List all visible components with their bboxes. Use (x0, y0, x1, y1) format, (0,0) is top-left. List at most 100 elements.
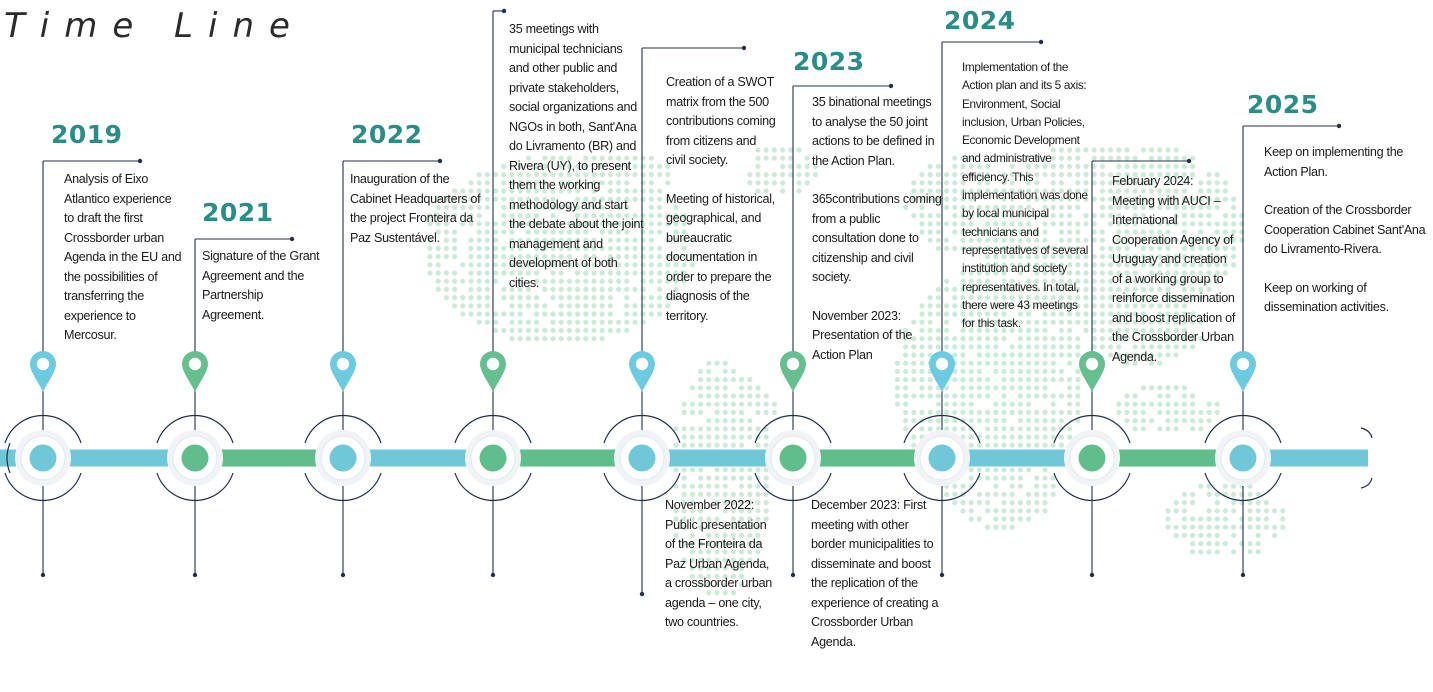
map-dot (1001, 500, 1007, 506)
map-dot (443, 196, 449, 202)
map-dot (1050, 475, 1056, 481)
map-dot (1034, 352, 1040, 358)
map-dot (460, 278, 466, 284)
map-dot (525, 204, 532, 210)
map-dot (534, 188, 540, 194)
map-dot (714, 360, 720, 366)
map-dot (1149, 401, 1155, 407)
map-dot (1001, 442, 1007, 448)
map-dot (1017, 336, 1024, 342)
map-dot (960, 221, 966, 227)
map-dot (1108, 311, 1114, 317)
map-dot (812, 172, 819, 178)
map-dot (1017, 385, 1024, 391)
map-dot (575, 172, 581, 178)
map-dot (624, 278, 630, 284)
map-dot (1190, 155, 1196, 161)
map-dot (1067, 204, 1073, 210)
map-dot (1181, 532, 1187, 539)
map-dot (558, 229, 564, 235)
map-dot (1165, 418, 1171, 424)
map-dot (591, 295, 597, 301)
map-dot (911, 434, 917, 440)
map-dot (1124, 180, 1130, 186)
map-dot (968, 483, 974, 489)
map-dot (1108, 352, 1114, 358)
map-pin-hole (1236, 357, 1250, 371)
map-dot (1058, 319, 1064, 325)
map-dot (599, 213, 605, 219)
map-dot (1042, 385, 1048, 391)
map-dot (706, 541, 712, 547)
map-dot (1083, 237, 1089, 243)
map-dot (1042, 196, 1048, 202)
map-dot (730, 532, 737, 539)
map-dot (468, 303, 474, 309)
map-dot (1165, 508, 1171, 514)
map-dot (763, 172, 769, 178)
map-dot (1058, 295, 1064, 301)
map-dot (960, 295, 966, 301)
map-dot (517, 327, 523, 333)
map-dot (698, 467, 704, 473)
map-dot (1067, 237, 1073, 243)
map-dot (968, 434, 974, 440)
map-dot (599, 245, 605, 251)
map-dot (657, 278, 663, 284)
map-dot (648, 254, 655, 260)
map-dot (1280, 516, 1286, 522)
map-dot (624, 180, 630, 186)
map-dot (1091, 336, 1097, 342)
map-dot (739, 393, 745, 399)
map-dot (1091, 319, 1097, 325)
map-dot (1042, 213, 1048, 219)
map-dot (722, 541, 728, 547)
map-dot (1247, 549, 1253, 555)
map-pin-hole (336, 357, 350, 371)
map-dot (968, 442, 974, 448)
map-dot (476, 278, 482, 284)
map-dot (960, 237, 966, 243)
map-dot (1272, 524, 1278, 530)
map-dot (1140, 327, 1146, 333)
map-dot (1116, 319, 1122, 325)
map-dot (534, 270, 540, 276)
map-dot (558, 245, 564, 251)
map-dot (1050, 286, 1056, 292)
map-dot (632, 172, 638, 178)
map-dot (534, 311, 540, 317)
map-dot (1050, 270, 1056, 276)
map-pin-hole (1085, 357, 1099, 371)
map-dot (476, 221, 482, 227)
map-dot (1058, 270, 1064, 276)
map-dot (1198, 278, 1204, 284)
map-dot (755, 483, 761, 489)
map-dot (1009, 204, 1015, 210)
map-dot (1075, 204, 1081, 210)
map-dot (1001, 278, 1007, 284)
map-dot (698, 508, 704, 514)
map-dot (1231, 204, 1237, 210)
map-dot (1067, 327, 1073, 333)
map-dot (1075, 319, 1081, 325)
map-dot (632, 213, 638, 219)
map-dot (1001, 467, 1007, 473)
map-dot (1140, 295, 1146, 301)
map-dot (1034, 254, 1040, 260)
map-dot (927, 163, 933, 169)
map-dot (1206, 237, 1212, 243)
map-dot (1017, 327, 1024, 333)
map-dot (1157, 262, 1163, 268)
map-dot (624, 172, 630, 178)
map-dot (968, 303, 974, 309)
map-dot (919, 196, 925, 202)
map-dot (714, 532, 720, 539)
map-dot (911, 352, 917, 358)
map-dot (960, 352, 966, 358)
map-dot (1058, 327, 1064, 333)
map-dot (730, 524, 737, 530)
milestone-2024-item-1: Implementation of the Action plan and it… (962, 60, 1088, 331)
map-dot (525, 180, 532, 186)
map-dot (968, 245, 974, 251)
map-dot (624, 295, 630, 301)
